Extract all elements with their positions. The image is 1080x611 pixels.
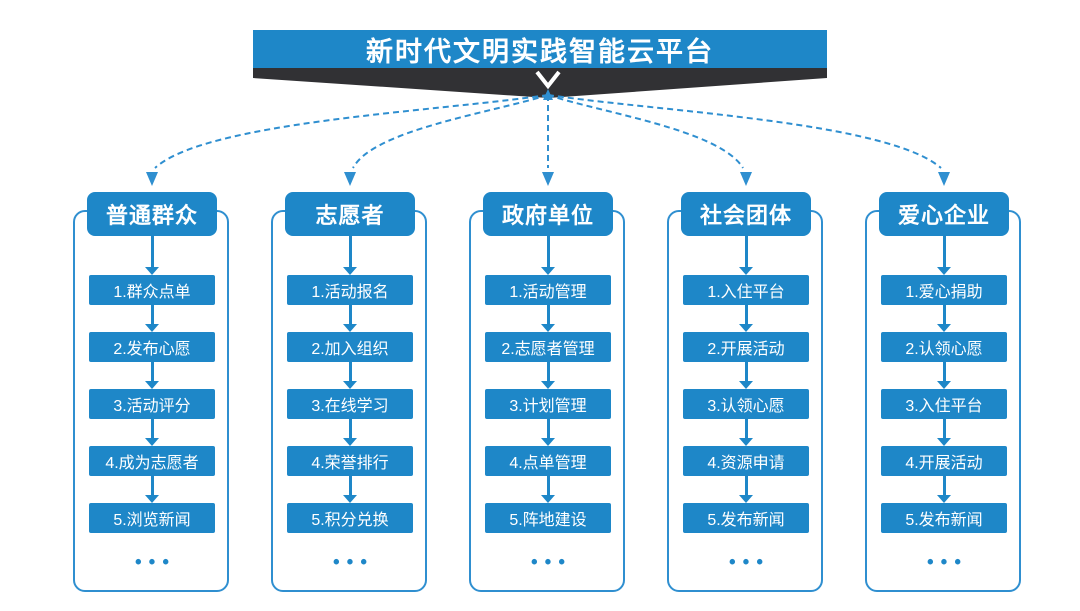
ellipsis: ••• [333, 552, 374, 573]
step-box: 2.认领心愿 [881, 332, 1007, 362]
step-box: 5.积分兑换 [287, 503, 413, 533]
ellipsis: ••• [729, 552, 770, 573]
down-arrowhead-icon [344, 172, 356, 186]
down-arrow-icon [744, 236, 748, 267]
dashed-connector [154, 94, 549, 169]
down-arrow-icon [546, 476, 550, 495]
step-box: 1.入住平台 [683, 275, 809, 305]
step-box: 2.志愿者管理 [485, 332, 611, 362]
platform-title-banner: 新时代文明实践智能云平台 [253, 30, 827, 68]
down-arrow-icon [546, 419, 550, 438]
column-header: 政府单位 [483, 192, 613, 236]
up-arrowhead-icon [543, 89, 553, 100]
down-arrow-icon [546, 305, 550, 324]
ellipsis: ••• [927, 552, 968, 573]
banner-shadow [253, 67, 827, 98]
down-arrowhead-icon [740, 172, 752, 186]
step-box: 3.认领心愿 [683, 389, 809, 419]
down-arrowhead-icon [146, 172, 158, 186]
ellipsis: ••• [531, 552, 572, 573]
down-arrow-icon [744, 362, 748, 381]
down-arrow-icon [546, 362, 550, 381]
platform-title: 新时代文明实践智能云平台 [366, 36, 714, 67]
step-box: 5.阵地建设 [485, 503, 611, 533]
down-arrowhead-icon [938, 172, 950, 186]
down-arrow-icon [942, 362, 946, 381]
down-arrow-icon [150, 305, 154, 324]
down-arrow-icon [942, 236, 946, 267]
down-arrow-icon [348, 362, 352, 381]
step-box: 5.浏览新闻 [89, 503, 215, 533]
column-volunteer: 志愿者 1.活动报名 2.加入组织 3.在线学习 4.荣誉排行 5.积分兑换 •… [268, 192, 432, 592]
dashed-connector [352, 94, 549, 169]
step-box: 2.开展活动 [683, 332, 809, 362]
down-arrow-icon [150, 362, 154, 381]
down-arrow-icon [348, 305, 352, 324]
down-arrow-icon [348, 419, 352, 438]
step-box: 3.活动评分 [89, 389, 215, 419]
column-charity-enterprise: 爱心企业 1.爱心捐助 2.认领心愿 3.入住平台 4.开展活动 5.发布新闻 … [862, 192, 1026, 592]
ellipsis: ••• [135, 552, 176, 573]
column-social-organization: 社会团体 1.入住平台 2.开展活动 3.认领心愿 4.资源申请 5.发布新闻 … [664, 192, 828, 592]
step-box: 4.开展活动 [881, 446, 1007, 476]
step-box: 3.在线学习 [287, 389, 413, 419]
step-box: 4.点单管理 [485, 446, 611, 476]
down-arrow-icon [546, 236, 550, 267]
step-box: 3.计划管理 [485, 389, 611, 419]
step-box: 5.发布新闻 [683, 503, 809, 533]
down-arrow-icon [942, 305, 946, 324]
dashed-connector [547, 94, 744, 169]
column-general-public: 普通群众 1.群众点单 2.发布心愿 3.活动评分 4.成为志愿者 5.浏览新闻… [70, 192, 234, 592]
column-header: 普通群众 [87, 192, 217, 236]
step-box: 1.群众点单 [89, 275, 215, 305]
down-arrow-icon [348, 476, 352, 495]
down-arrow-icon [942, 476, 946, 495]
step-box: 4.荣誉排行 [287, 446, 413, 476]
down-arrow-icon [942, 419, 946, 438]
step-box: 3.入住平台 [881, 389, 1007, 419]
step-box: 1.活动报名 [287, 275, 413, 305]
down-arrow-icon [150, 476, 154, 495]
step-box: 4.成为志愿者 [89, 446, 215, 476]
column-header: 社会团体 [681, 192, 811, 236]
step-box: 1.活动管理 [485, 275, 611, 305]
down-arrowhead-icon [542, 172, 554, 186]
down-arrow-icon [150, 419, 154, 438]
down-arrow-icon [348, 236, 352, 267]
step-box: 2.发布心愿 [89, 332, 215, 362]
dashed-connector [547, 94, 942, 169]
down-arrow-icon [150, 236, 154, 267]
column-header: 爱心企业 [879, 192, 1009, 236]
column-government-unit: 政府单位 1.活动管理 2.志愿者管理 3.计划管理 4.点单管理 5.阵地建设… [466, 192, 630, 592]
column-header: 志愿者 [285, 192, 415, 236]
down-arrow-icon [744, 476, 748, 495]
down-arrow-icon [744, 305, 748, 324]
step-box: 2.加入组织 [287, 332, 413, 362]
down-arrow-icon [744, 419, 748, 438]
down-chevron-icon [535, 70, 561, 90]
step-box: 5.发布新闻 [881, 503, 1007, 533]
step-box: 1.爱心捐助 [881, 275, 1007, 305]
step-box: 4.资源申请 [683, 446, 809, 476]
